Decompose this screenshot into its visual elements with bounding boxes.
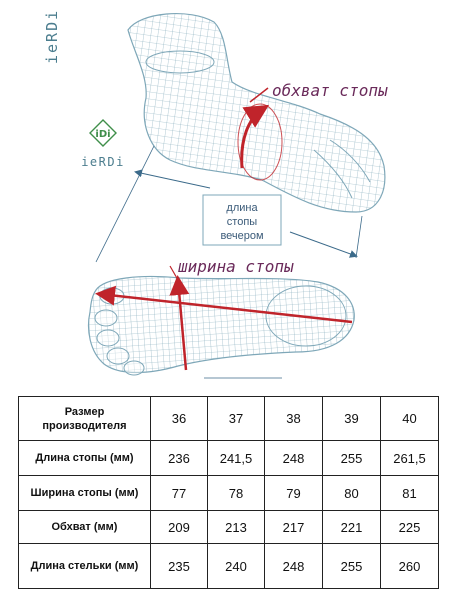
value-cell: 81 [380, 475, 439, 511]
row-header-girth: Обхват (мм) [18, 510, 151, 544]
width-arrow [169, 265, 190, 371]
width-label: ширина стопы [178, 257, 294, 276]
size-chart-table: Размер производителя 36 37 38 39 40 Длин… [18, 396, 439, 589]
brand-vertical-text: ieRDi [43, 9, 61, 64]
size-cell: 36 [150, 396, 208, 441]
value-cell: 255 [322, 543, 381, 589]
row-header-manufacturer-size: Размер производителя [18, 396, 151, 441]
value-cell: 248 [264, 543, 323, 589]
value-cell: 221 [322, 510, 381, 544]
length-label-line-3: вечером [220, 230, 263, 242]
row-header-insole-length: Длина стельки (мм) [18, 543, 151, 589]
foot-measurement-illustration: ieRDi iDi ieRDi обхват стопы длина стопы… [43, 9, 388, 379]
value-cell: 217 [264, 510, 323, 544]
girth-indicator [237, 87, 283, 181]
length-label-line-1: длина [226, 202, 258, 214]
value-cell: 77 [150, 475, 208, 511]
value-cell: 261,5 [380, 440, 439, 476]
table-row: Обхват (мм) 209 213 217 221 225 [18, 510, 439, 544]
value-cell: 225 [380, 510, 439, 544]
table-row: Длина стопы (мм) 236 241,5 248 255 261,5 [18, 440, 439, 476]
sole-foot-mesh [87, 275, 355, 376]
value-cell: 248 [264, 440, 323, 476]
table-row: Ширина стопы (мм) 77 78 79 80 81 [18, 475, 439, 511]
length-indicator [95, 145, 363, 263]
value-cell: 235 [150, 543, 208, 589]
logo-text: ieRDi [81, 155, 125, 169]
value-cell: 255 [322, 440, 381, 476]
row-header-line-2: производителя [42, 419, 127, 432]
logo-badge-text: iDi [95, 129, 110, 140]
row-header-foot-width: Ширина стопы (мм) [18, 475, 151, 511]
row-header-line-1: Размер [64, 405, 105, 418]
size-cell: 37 [207, 396, 265, 441]
size-cell: 40 [380, 396, 439, 441]
table-row: Размер производителя 36 37 38 39 40 [18, 396, 439, 441]
value-cell: 78 [207, 475, 265, 511]
value-cell: 240 [207, 543, 265, 589]
sole-length-arrow [95, 285, 353, 324]
brand-logo: iDi ieRDi [81, 119, 125, 169]
table-row: Длина стельки (мм) 235 240 248 255 260 [18, 543, 439, 589]
value-cell: 213 [207, 510, 265, 544]
value-cell: 241,5 [207, 440, 265, 476]
size-cell: 38 [264, 396, 323, 441]
girth-label: обхват стопы [272, 81, 388, 100]
value-cell: 80 [322, 475, 381, 511]
length-label-line-2: стопы [227, 216, 257, 228]
value-cell: 79 [264, 475, 323, 511]
value-cell: 260 [380, 543, 439, 589]
row-header-foot-length: Длина стопы (мм) [18, 440, 151, 476]
size-cell: 39 [322, 396, 381, 441]
length-label-box [202, 194, 282, 246]
value-cell: 236 [150, 440, 208, 476]
value-cell: 209 [150, 510, 208, 544]
